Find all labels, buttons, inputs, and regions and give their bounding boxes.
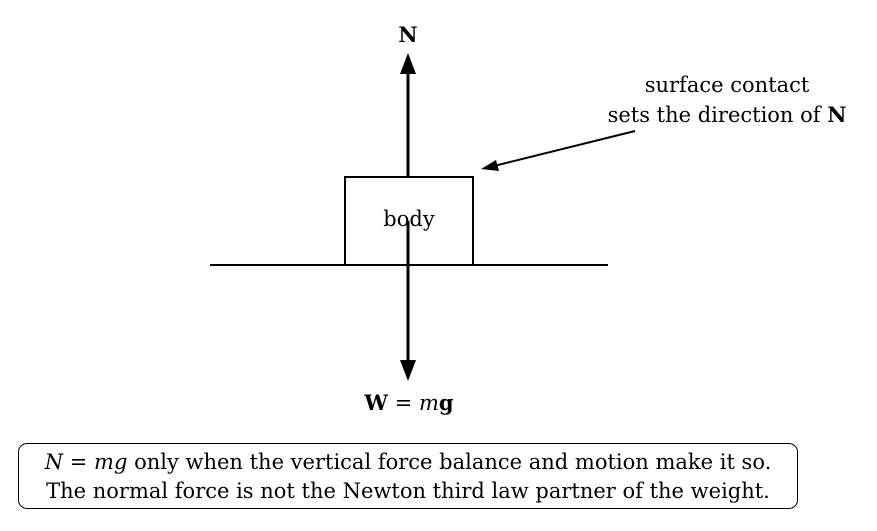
note-symbol-N: N — [44, 450, 64, 474]
weight-arrowhead — [400, 360, 416, 381]
annotation-pointer-line — [493, 130, 636, 167]
weight-vector-symbol: W — [363, 390, 388, 415]
weight-equals-sign: = — [388, 391, 419, 415]
weight-mass-symbol: m — [419, 391, 439, 415]
note-line-1: N = mg only when the vertical force bala… — [19, 448, 797, 477]
note-line-2: The normal force is not the Newton third… — [46, 479, 770, 503]
normal-force-arrowhead — [400, 53, 416, 74]
annotation-line-1: surface contact — [645, 73, 810, 97]
note-equals: = — [63, 450, 95, 474]
annotation-normal-symbol: N — [827, 102, 846, 127]
annotation-line-2-text: sets the direction of — [608, 103, 828, 127]
annotation-pointer-arrowhead — [481, 160, 499, 171]
annotation-line-2: sets the direction of N — [608, 102, 847, 127]
weight-gravity-symbol: g — [439, 390, 454, 415]
note-line-1-text: only when the vertical force balance and… — [127, 450, 772, 474]
normal-force-label: N — [398, 22, 417, 47]
note-symbol-mg: mg — [94, 450, 128, 474]
weight-label: W = mg — [363, 390, 453, 415]
explanation-note-box: N = mg only when the vertical force bala… — [18, 443, 798, 509]
